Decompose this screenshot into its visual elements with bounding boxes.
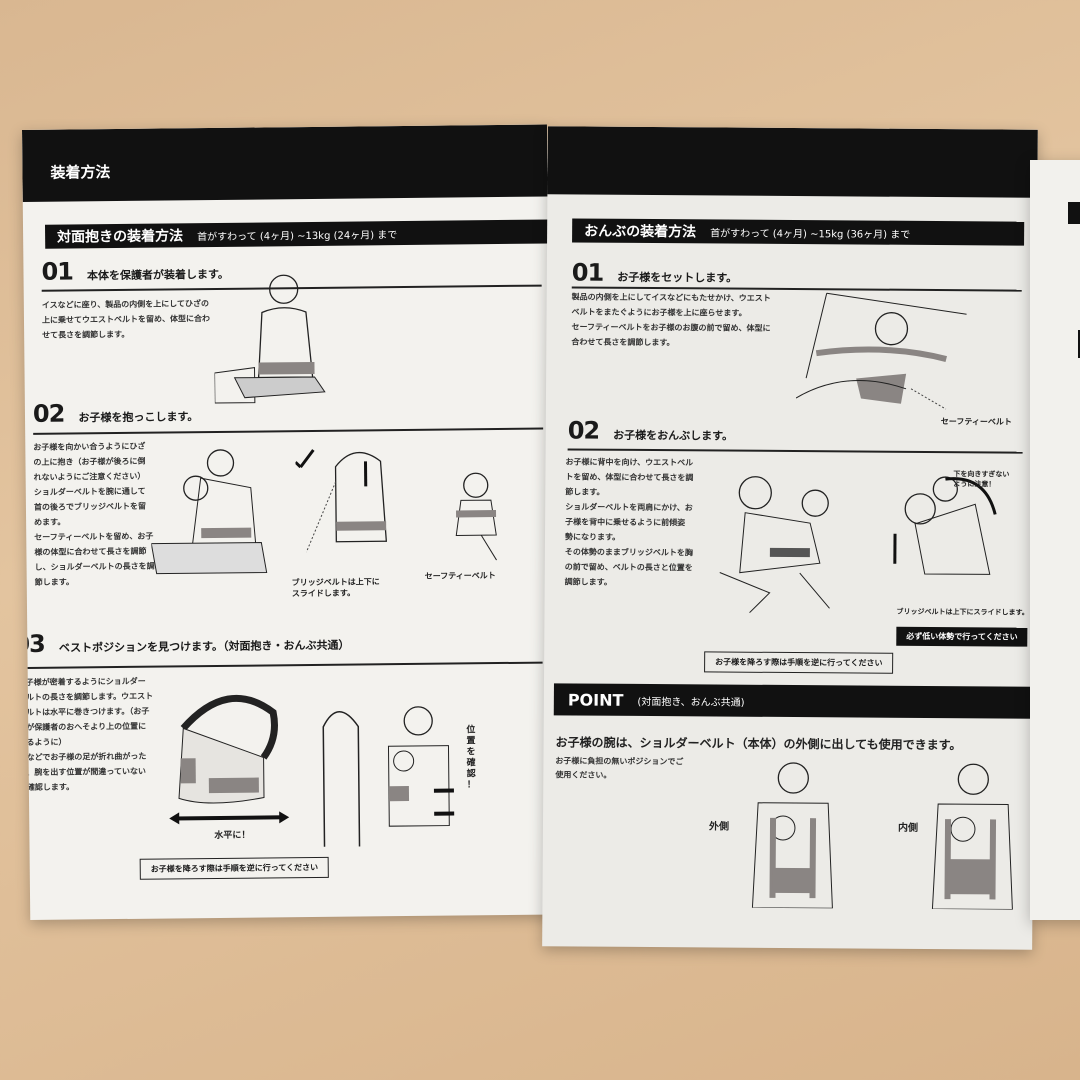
- illustration-bridge-belt: [295, 449, 388, 553]
- caption-horizontal: 水平に！: [214, 830, 251, 842]
- illustration-arms-inside: [931, 763, 1013, 910]
- header-bar: 装着方法: [22, 124, 548, 202]
- step-02: 02 お子様を抱っこします。: [33, 398, 199, 428]
- step-body: イスなどに座り、製品の内側を上にしてひざの 上に乗せてウエストベルトを留め、体型…: [41, 299, 211, 340]
- next-page-edge: [1030, 160, 1080, 920]
- section-subtitle: 首がすわって (4ヶ月) ~15kg (36ヶ月) まで: [710, 227, 911, 241]
- left-page: 装着方法 対面抱きの装着方法 首がすわって (4ヶ月) ~13kg (24ヶ月)…: [22, 124, 556, 920]
- illustration-safety-belt: [455, 472, 497, 561]
- divider: [33, 427, 544, 435]
- step-number: 02: [567, 416, 600, 445]
- step-number: 01: [41, 257, 74, 286]
- illustration-carrier: [169, 695, 290, 825]
- illustration-parent-seated: [214, 274, 326, 404]
- step-body: お子様に背中を向け、ウエストベル トを留め、体型に合わせて長さを調 節します。 …: [564, 457, 694, 587]
- step-title: お子様を抱っこします。: [78, 410, 199, 425]
- notice-reverse-steps: お子様を降ろす際は手順を逆に行ってください: [704, 651, 894, 674]
- next-page-header-bar: [1068, 202, 1080, 224]
- header-bar: [547, 126, 1038, 198]
- section-title: 対面抱きの装着方法: [57, 228, 184, 246]
- notice-reverse-steps: お子様を降ろす際は手順を逆に行ってください: [139, 856, 330, 880]
- section-title: おんぶの装着方法: [584, 223, 697, 241]
- illustration-mirror-check: [322, 706, 455, 847]
- caption-bridge-belt-slide: ブリッジベルトは上下にスライドします。: [896, 607, 1029, 617]
- step-01: 01 本体を保護者が装着します。: [41, 256, 229, 286]
- step-03: 03 ベストポジションを見つけます。（対面抱き・おんぶ共通）: [22, 627, 350, 659]
- illustration-arms-outside: [751, 762, 833, 909]
- step-body: 製品の内側を上にしてイスなどにもたせかけ、ウエスト ベルトをまたぐようにお子様を…: [571, 292, 771, 348]
- illustration-lean-forward: [893, 476, 997, 575]
- step-number: 03: [22, 629, 45, 659]
- section-bar-back-carry: おんぶの装着方法 首がすわって (4ヶ月) ~15kg (36ヶ月) まで: [572, 218, 1025, 246]
- step-01: 01 お子様をセットします。: [572, 258, 738, 287]
- step-title: 本体を保護者が装着します。: [86, 267, 229, 283]
- step-body: お子様が密着するようにショルダー ベルトの長さを調節します。ウエスト ベルトは水…: [22, 676, 154, 793]
- caption-dont-look-down: 下を向きすぎない ように注意！: [953, 470, 1010, 489]
- next-page-mark: [1078, 330, 1080, 358]
- section-subtitle: 首がすわって (4ヶ月) ~13kg (24ヶ月) まで: [197, 229, 398, 243]
- section-bar-face-to-face: 対面抱きの装着方法 首がすわって (4ヶ月) ~13kg (24ヶ月) まで: [44, 219, 556, 249]
- caption-check-position: 位 置 を 確 認 ！: [466, 725, 476, 791]
- step-02: 02 お子様をおんぶします。: [568, 416, 734, 445]
- page-header-title: 装着方法: [50, 163, 111, 182]
- illustration-child-on-chair: [795, 292, 967, 410]
- label-inside: 内側: [897, 822, 919, 834]
- step-number: 01: [571, 258, 604, 287]
- step-title: お子様をセットします。: [617, 270, 738, 285]
- point-bar: POINT (対面抱き、おんぶ共通): [553, 683, 1038, 719]
- step-number: 02: [32, 399, 65, 428]
- right-page: おんぶの装着方法 首がすわって (4ヶ月) ~15kg (36ヶ月) まで 01…: [542, 126, 1038, 950]
- point-label: POINT: [567, 689, 624, 710]
- step-title: お子様をおんぶします。: [613, 428, 734, 443]
- label-outside: 外側: [708, 821, 730, 833]
- warning-low-posture: 必ず低い体勢で行ってください: [896, 626, 1028, 647]
- illustration-back-carry-kneel: [719, 476, 830, 614]
- point-subtitle: (対面抱き、おんぶ共通): [637, 696, 745, 709]
- divider: [567, 448, 1023, 454]
- divider: [22, 661, 543, 669]
- caption-safety-belt: セーフティーベルト: [424, 571, 496, 581]
- illustration-hold-child: [150, 449, 268, 575]
- point-body: お子様に負担の無いポジションでご 使用ください。: [555, 756, 684, 780]
- step-body: お子様を向かい合うようにひざ の上に抱き（お子様が後ろに倒 れないようにご注意く…: [33, 441, 155, 587]
- caption-safety-belt: セーフティーベルト: [940, 417, 1012, 427]
- step-title: ベストポジションを見つけます。（対面抱き・おんぶ共通）: [58, 638, 350, 655]
- point-headline: お子様の腕は、ショルダーベルト（本体）の外側に出しても使用できます。: [555, 735, 962, 753]
- caption-bridge-belt: ブリッジベルトは上下に スライドします。: [291, 577, 380, 599]
